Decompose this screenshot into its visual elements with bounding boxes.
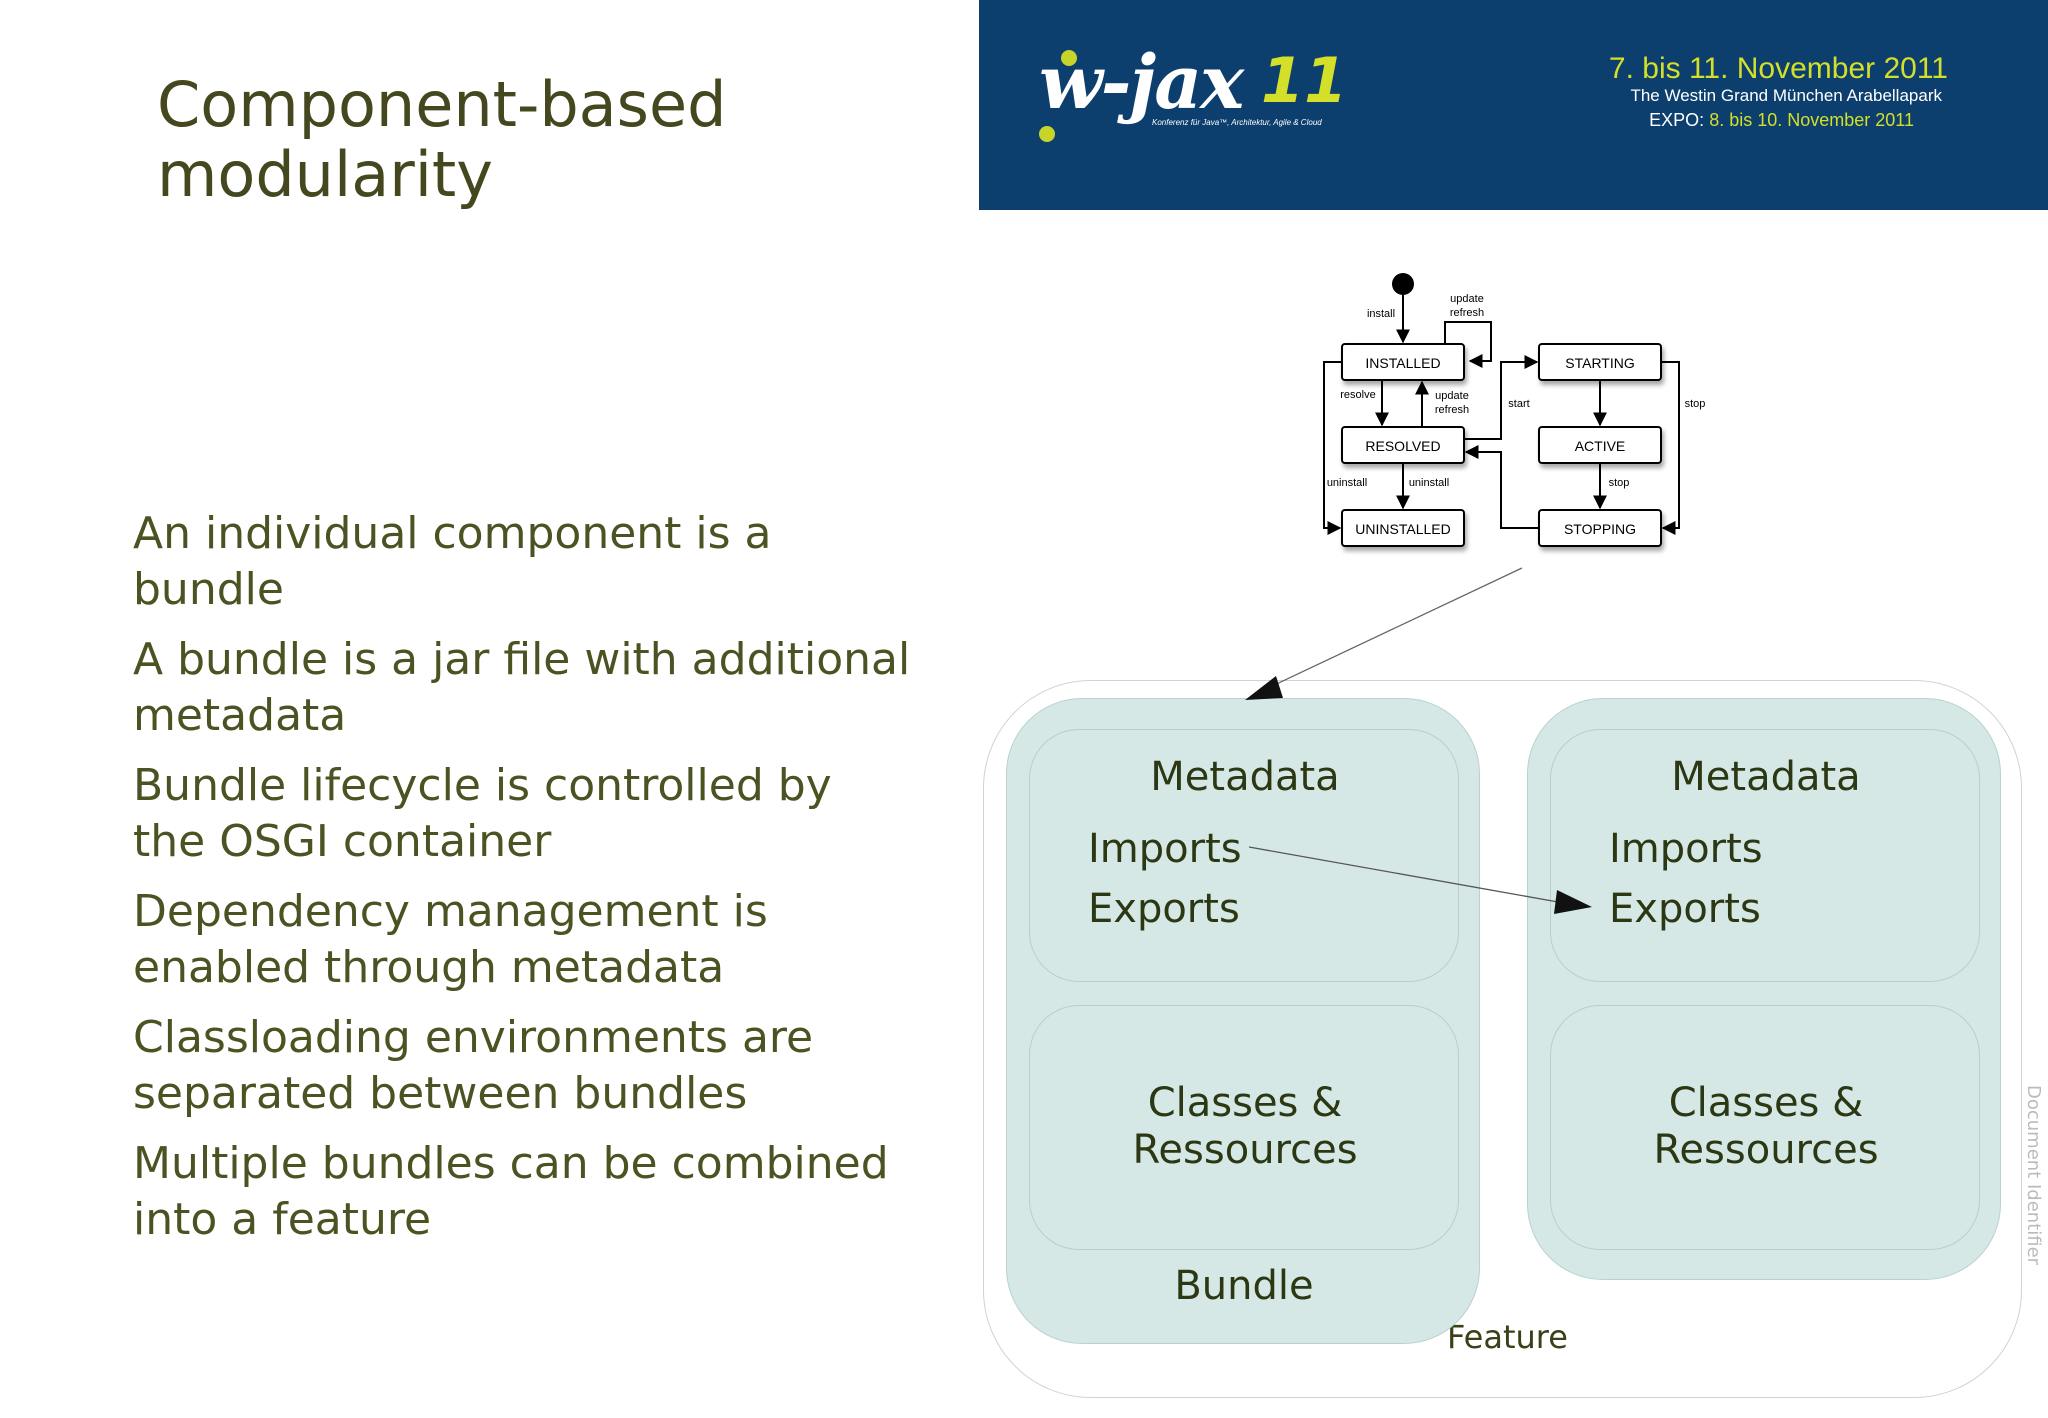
state-stopping: STOPPING	[1538, 509, 1662, 547]
bullet-item: Dependency management is enabled through…	[133, 886, 768, 993]
uninstall-left-arrow	[1323, 361, 1342, 535]
state-active: ACTIVE	[1538, 426, 1662, 464]
classes-box: Classes & Ressources	[1029, 1005, 1459, 1250]
bundle-1: Metadata Imports Exports Classes & Resso…	[1006, 698, 1480, 1344]
document-identifier: Document Identifier	[2023, 1085, 2044, 1266]
state-uninstalled: UNINSTALLED	[1341, 509, 1465, 547]
transition-label: stop	[1685, 398, 1706, 410]
transition-label: refresh	[1435, 404, 1469, 416]
state-label: ACTIVE	[1575, 438, 1626, 454]
imports-label: Imports	[1609, 826, 1763, 872]
state-label: INSTALLED	[1365, 355, 1440, 371]
transition-label: refresh	[1450, 307, 1484, 319]
event-expo: EXPO: 8. bis 10. November 2011	[1649, 110, 1914, 131]
state-label: STARTING	[1565, 355, 1635, 371]
bullet-item: Bundle lifecycle is controlled by the OS…	[133, 760, 832, 867]
state-resolved: RESOLVED	[1341, 426, 1465, 464]
transition-label: uninstall	[1327, 477, 1367, 489]
logo-node-icon	[1061, 50, 1077, 66]
stopping-to-resolved-arrow	[1464, 445, 1539, 529]
exports-label: Exports	[1088, 886, 1240, 932]
update-refresh-loop	[1444, 321, 1492, 368]
imports-label: Imports	[1088, 826, 1242, 872]
slide-title: Component-based modularity	[157, 68, 727, 211]
exports-label: Exports	[1609, 886, 1761, 932]
transition-label: update	[1435, 390, 1469, 402]
state-label: RESOLVED	[1365, 438, 1440, 454]
bundle-lifecycle-diagram: INSTALLED RESOLVED UNINSTALLED STARTING …	[1300, 262, 1760, 576]
transition-label: start	[1508, 398, 1529, 410]
initial-state-icon	[1392, 273, 1414, 295]
bullet-item: A bundle is a jar file with additional m…	[133, 634, 911, 741]
state-label: UNINSTALLED	[1355, 521, 1450, 537]
metadata-box: Metadata Imports Exports	[1550, 729, 1980, 982]
state-label: STOPPING	[1564, 521, 1636, 537]
state-starting: STARTING	[1538, 343, 1662, 381]
classes-label: Classes & Ressources	[1653, 1080, 1879, 1173]
lifecycle-to-bundle-arrow	[1267, 567, 1523, 689]
classes-box: Classes & Ressources	[1550, 1005, 1980, 1250]
lifecycle-svg: INSTALLED RESOLVED UNINSTALLED STARTING …	[1323, 273, 1706, 547]
feature-label: Feature	[1447, 1318, 1568, 1356]
expo-label: EXPO:	[1649, 110, 1705, 130]
transition-label: uninstall	[1409, 477, 1449, 489]
bullet-list: An individual component is a bundle A bu…	[133, 506, 933, 1262]
transition-label: update	[1450, 293, 1484, 305]
stop-outer-arrow	[1661, 361, 1680, 535]
start-arrow	[1464, 355, 1539, 440]
bullet-item: An individual component is a bundle	[133, 508, 772, 615]
bundle-label: Bundle	[1174, 1263, 1314, 1309]
event-venue: The Westin Grand München Arabellapark	[1630, 86, 1942, 105]
classes-label: Classes & Ressources	[1132, 1080, 1358, 1173]
expo-dates: 8. bis 10. November 2011	[1709, 110, 1914, 130]
event-dates: 7. bis 11. November 2011	[1608, 52, 1948, 85]
logo-node-icon	[1039, 126, 1055, 142]
transition-label: stop	[1609, 477, 1630, 489]
state-installed: INSTALLED	[1341, 343, 1465, 381]
logo-wordmark: w-jax	[1039, 40, 1244, 126]
logo-tagline: Konferenz für Java™, Architektur, Agile …	[1152, 118, 1322, 127]
bullet-item: Multiple bundles can be combined into a …	[133, 1138, 889, 1245]
conference-banner: w-jax 11 Konferenz für Java™, Architektu…	[979, 0, 2048, 210]
metadata-label: Metadata	[1671, 754, 1861, 800]
logo-number: 11	[1261, 44, 1348, 117]
bullet-item: Classloading environments are separated …	[133, 1012, 814, 1119]
metadata-box: Metadata Imports Exports	[1029, 729, 1459, 982]
metadata-label: Metadata	[1150, 754, 1340, 800]
wjax-logo: w-jax 11 Konferenz für Java™, Architektu…	[1039, 40, 1347, 150]
bundle-2: Metadata Imports Exports Classes & Resso…	[1527, 698, 2001, 1280]
transition-label: install	[1367, 308, 1395, 320]
transition-label: resolve	[1340, 389, 1375, 401]
